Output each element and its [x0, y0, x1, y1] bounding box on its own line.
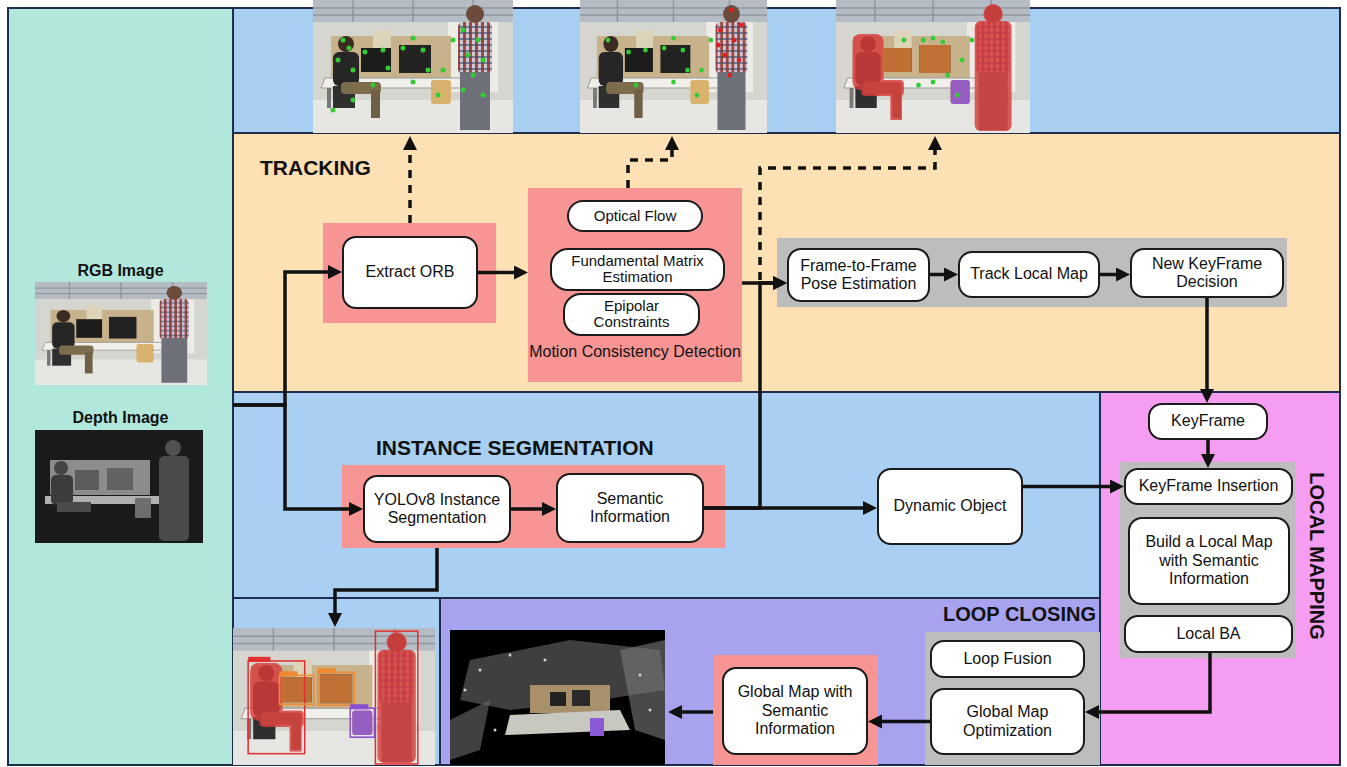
image-caption: Depth Image — [8, 408, 233, 427]
dynamic-removal-image — [836, 0, 1030, 133]
box-label: Frame-to-Frame Pose Estimation — [795, 257, 922, 294]
segmentation-ground — [233, 392, 1100, 598]
process-box: Build a Local Map with Semantic Informat… — [1128, 517, 1290, 605]
section-title: TRACKING — [260, 155, 371, 180]
box-label: Loop Fusion — [963, 650, 1051, 668]
module-box: Motion Consistency Detection Optical Flow… — [528, 188, 742, 382]
process-box: KeyFrame Insertion — [1124, 468, 1293, 505]
group-strip — [777, 238, 1287, 307]
flow-arrow — [1205, 298, 1209, 394]
loop-closing-ground — [440, 598, 1100, 765]
image-caption: RGB Image — [8, 261, 233, 280]
box-label: Fundamental Matrix Estimation — [558, 253, 717, 286]
process-box: Global Map Optimization — [930, 688, 1085, 755]
module-highlight — [342, 465, 725, 548]
segmentation-result-image — [233, 628, 435, 765]
group-strip — [925, 632, 1100, 765]
box-label: Global Map Optimization — [938, 703, 1077, 740]
module-highlight — [323, 223, 496, 323]
flow-arrow — [1206, 440, 1210, 459]
box-label: Dynamic Object — [894, 497, 1007, 515]
section-title: LOCAL MAPPING — [1305, 472, 1329, 639]
flow-arrow — [478, 271, 519, 275]
box-label: Optical Flow — [594, 208, 677, 225]
module-highlight — [713, 655, 878, 765]
flow-arrow — [233, 272, 333, 405]
box-label: Local BA — [1176, 625, 1240, 643]
semantic-map-image — [450, 630, 665, 765]
process-box: Track Local Map — [958, 251, 1100, 298]
box-label: KeyFrame — [1171, 412, 1245, 430]
local-mapping-ground — [1100, 392, 1340, 765]
flow-arrow — [1023, 485, 1115, 489]
orb-feature-image — [313, 0, 513, 133]
process-box: Dynamic Object — [877, 468, 1023, 545]
box-label: Epipolar Constraints — [571, 298, 692, 331]
section-title: LOOP CLOSING — [943, 602, 1096, 626]
process-box: Fundamental Matrix Estimation — [550, 248, 725, 291]
box-label: Build a Local Map with Semantic Informat… — [1136, 533, 1282, 588]
process-box: Local BA — [1124, 615, 1293, 653]
section-title: INSTANCE SEGMENTATION — [376, 435, 654, 460]
process-box: Semantic Information — [556, 473, 704, 543]
loop-closing-band: LOOP CLOSING Loop FusionGlobal Map Optimi… — [440, 598, 1100, 765]
tracking-ground — [233, 133, 1340, 392]
process-box: Loop Fusion — [930, 640, 1085, 678]
output-image-panel — [233, 598, 440, 765]
depth-image — [35, 430, 203, 543]
box-label: Semantic Information — [564, 490, 696, 527]
rgb-image — [35, 282, 207, 385]
flow-arrow — [233, 405, 354, 509]
flow-arrow — [877, 720, 930, 724]
process-box: New KeyFrame Decision — [1130, 248, 1284, 298]
module-label: Motion Consistency Detection — [528, 342, 742, 361]
process-box: Frame-to-Frame Pose Estimation — [787, 248, 930, 302]
flow-arrow — [511, 507, 547, 511]
image-pointer — [328, 136, 942, 719]
process-box: YOLOv8 Instance Segmentation — [363, 475, 511, 543]
box-label: New KeyFrame Decision — [1138, 255, 1276, 292]
box-label: Extract ORB — [366, 263, 455, 281]
box-label: KeyFrame Insertion — [1139, 477, 1279, 495]
box-label: Global Map with Semantic Information — [730, 683, 860, 738]
process-box: KeyFrame — [1148, 403, 1268, 440]
box-label: Track Local Map — [970, 265, 1088, 283]
flow-arrow — [1100, 273, 1121, 277]
process-box: Global Map with Semantic Information — [722, 667, 868, 755]
flow-arrow — [930, 273, 949, 277]
process-box: Epipolar Constraints — [563, 293, 700, 336]
process-box: Extract ORB — [342, 236, 478, 309]
process-box: Optical Flow — [567, 200, 703, 232]
input-panel-ground — [8, 8, 233, 765]
group-strip — [1120, 462, 1295, 658]
box-label: YOLOv8 Instance Segmentation — [371, 491, 503, 528]
local-mapping-band: LOCAL MAPPING KeyFrameKeyFrame InsertionB… — [1100, 392, 1340, 765]
input-panel: RGB ImageDepth Image — [8, 8, 233, 765]
motion-check-image — [580, 0, 767, 133]
segmentation-band: INSTANCE SEGMENTATION YOLOv8 Instance Seg… — [233, 392, 1100, 598]
tracking-band: TRACKING Extract ORB Motion Consistency De… — [233, 133, 1340, 392]
flow-arrow — [1094, 653, 1210, 712]
